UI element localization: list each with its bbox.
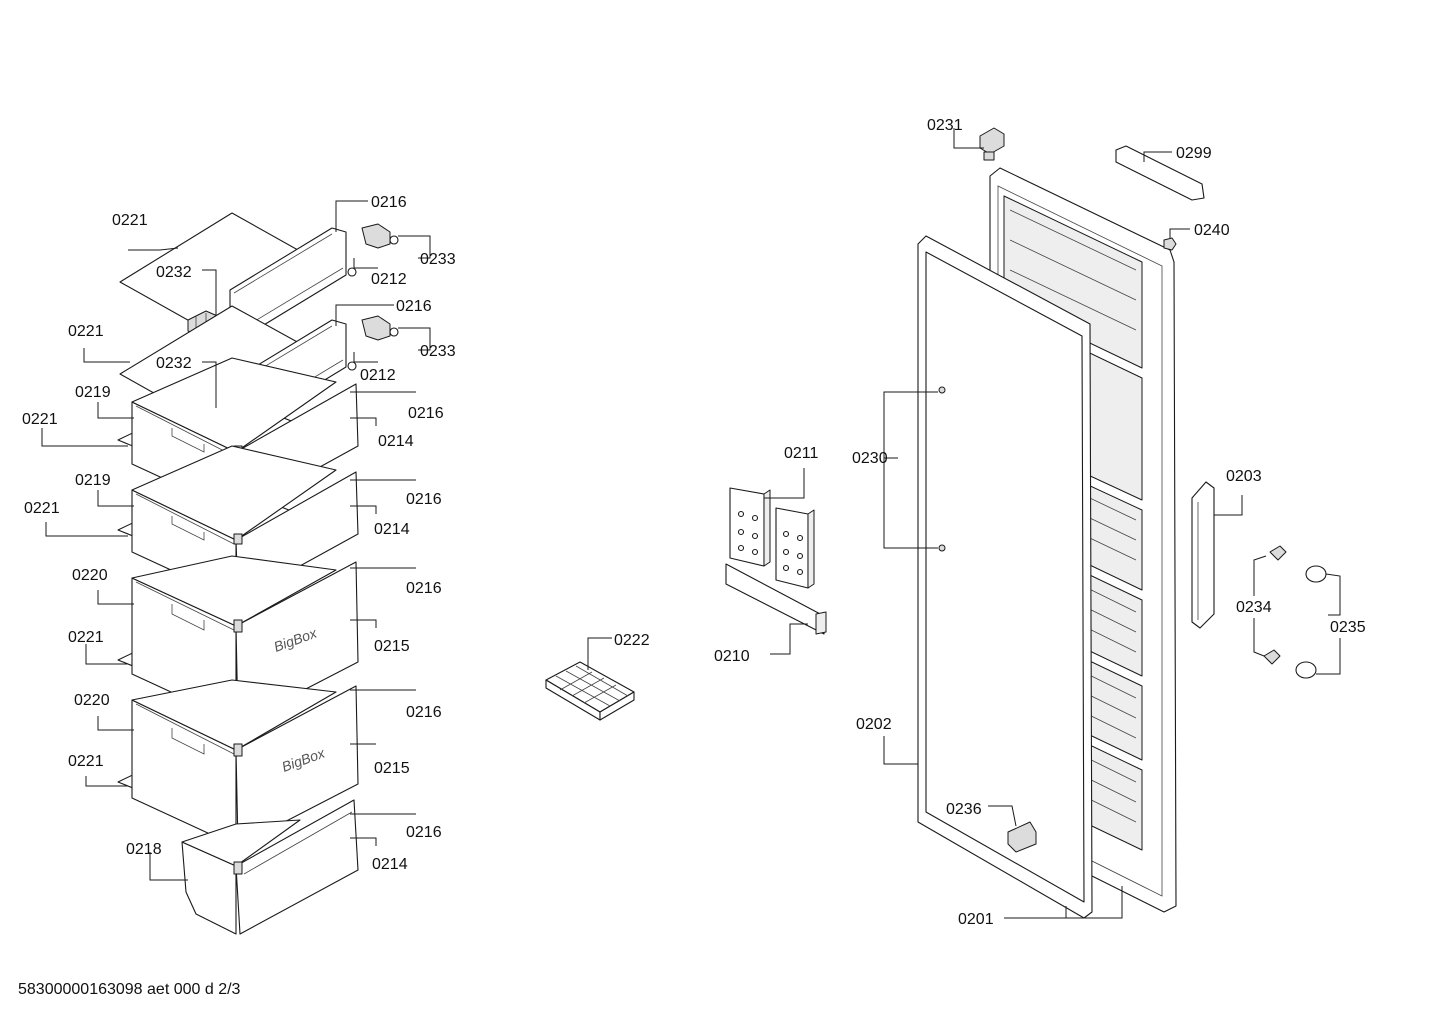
door-plug [1163,237,1177,251]
part-label-0212: 0212 [371,271,407,288]
part-label-0233: 0233 [420,251,456,268]
part-label-0240: 0240 [1194,222,1230,239]
ice-cube-tray [545,661,635,721]
handle-screws [1263,545,1287,665]
part-label-0216: 0216 [406,580,442,597]
drawer-bigbox-2: BigBox [117,679,359,847]
part-label-0233: 0233 [420,343,456,360]
part-label-0218: 0218 [126,841,162,858]
part-label-0216: 0216 [406,704,442,721]
part-label-0234: 0234 [1236,599,1272,616]
part-label-0221: 0221 [24,500,60,517]
part-label-0299: 0299 [1176,145,1212,162]
part-label-0214: 0214 [378,433,414,450]
part-label-0221: 0221 [68,323,104,340]
door-handle [1191,481,1215,629]
part-label-0216: 0216 [406,824,442,841]
part-label-0214: 0214 [374,521,410,538]
part-label-0219: 0219 [75,472,111,489]
cold-pack-holder [725,563,827,635]
part-label-0219: 0219 [75,384,111,401]
part-label-0236: 0236 [946,801,982,818]
part-label-0222: 0222 [614,632,650,649]
cold-pack-2 [775,507,815,589]
part-label-0220: 0220 [72,567,108,584]
handle-screw-covers [1295,565,1327,679]
door-clip [1007,821,1037,853]
part-label-0202: 0202 [856,716,892,733]
door-seal-gasket [917,235,1093,919]
part-label-0221: 0221 [68,753,104,770]
part-label-0216: 0216 [406,491,442,508]
part-label-0216: 0216 [371,194,407,211]
flap-bracket-top [361,223,399,249]
part-label-0216: 0216 [396,298,432,315]
part-label-0221: 0221 [112,212,148,229]
door-label-plate [1115,145,1205,201]
part-label-0235: 0235 [1330,619,1366,636]
part-label-0210: 0210 [714,648,750,665]
part-label-0212: 0212 [360,367,396,384]
part-label-0201: 0201 [958,911,994,928]
part-label-0215: 0215 [374,638,410,655]
door-hinge-cap [979,127,1005,161]
cold-pack-1 [729,487,771,567]
flap-bracket-second [361,315,399,341]
part-label-0221: 0221 [22,411,58,428]
part-label-0215: 0215 [374,760,410,777]
part-label-0231: 0231 [927,117,963,134]
drawing-id: 58300000163098 aet 000 d 2/3 [18,981,241,998]
part-label-0232: 0232 [156,355,192,372]
part-label-0211: 0211 [784,445,819,462]
leader-lines [41,128,1341,919]
drawer-bottom [181,799,359,935]
part-label-0203: 0203 [1226,468,1262,485]
part-label-0216: 0216 [408,405,444,422]
gasket-screws [938,386,946,552]
part-label-0232: 0232 [156,264,192,281]
part-label-0220: 0220 [74,692,110,709]
part-labels: 0216 0221 0232 0212 0233 0216 0221 0232 … [22,117,1366,928]
part-label-0214: 0214 [372,856,408,873]
part-label-0221: 0221 [68,629,104,646]
part-label-0230: 0230 [852,450,888,467]
